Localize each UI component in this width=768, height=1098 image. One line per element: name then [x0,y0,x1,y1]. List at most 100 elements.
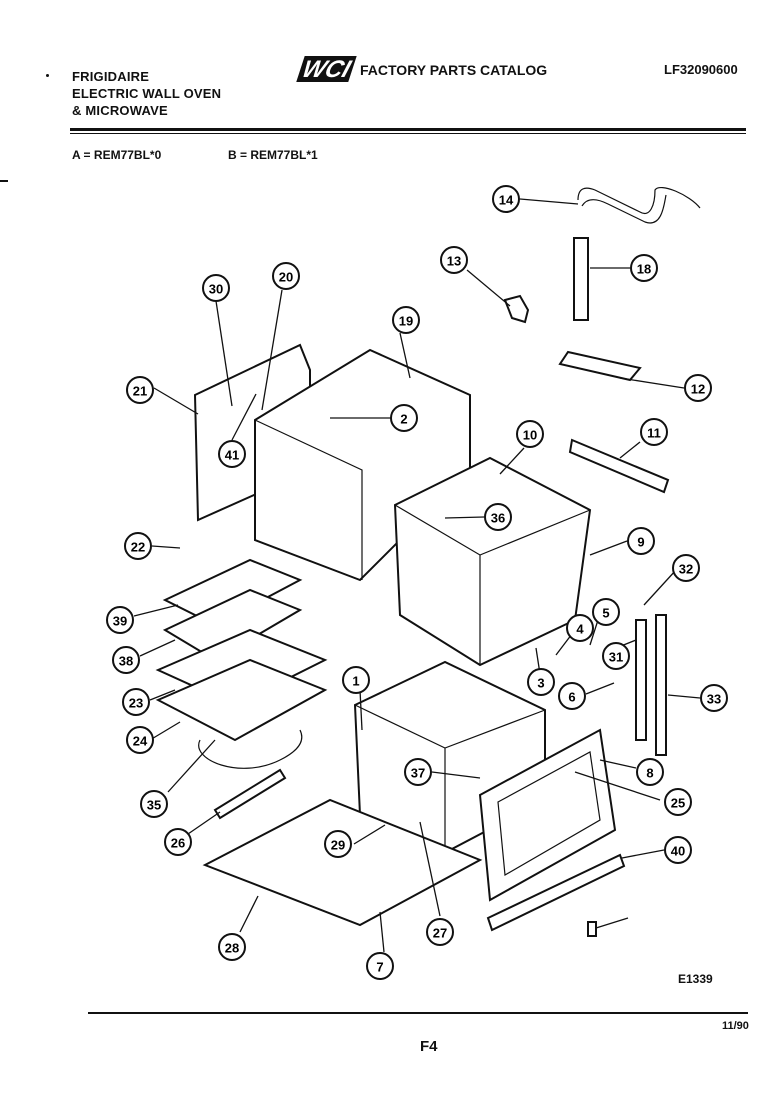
brand-line: FRIGIDAIRE [72,69,150,84]
callout-29: 29 [324,830,352,858]
filter-part [558,350,642,382]
front-frame-inner [497,751,601,876]
tube-part [573,237,589,321]
revision-date: 11/90 [722,1020,749,1032]
callout-32: 32 [672,554,700,582]
callout-2: 2 [390,404,418,432]
callout-label: 23 [129,696,143,711]
callout-24: 24 [126,726,154,754]
callout-label: 4 [576,622,584,637]
header-rule [70,128,746,131]
callout-37: 37 [404,758,432,786]
callout-label: 5 [602,606,609,621]
screw-part [587,921,597,937]
callout-label: 32 [679,562,693,577]
callout-6: 6 [558,682,586,710]
callout-40: 40 [664,836,692,864]
leader-lines [133,198,701,953]
callout-5: 5 [592,598,620,626]
wci-logo: WCI [296,56,357,83]
callout-label: 10 [523,428,537,443]
callout-label: 14 [499,193,514,208]
page-number: F4 [420,1038,438,1055]
callout-label: 39 [113,614,127,629]
callout-label: 24 [133,734,148,749]
logo-text: WCI [299,57,355,83]
strip-part [568,438,670,494]
callout-9: 9 [627,527,655,555]
callout-3: 3 [527,668,555,696]
footer-rule [88,1012,748,1014]
callout-35: 35 [140,790,168,818]
callout-1: 1 [342,666,370,694]
model-b: B = REM77BL*1 [228,148,318,162]
vent-duct [577,187,701,214]
callout-28: 28 [218,933,246,961]
callout-25: 25 [664,788,692,816]
callout-21: 21 [126,376,154,404]
callout-label: 40 [671,844,685,859]
callout-label: 37 [411,766,425,781]
callout-label: 12 [691,382,705,397]
vent-trim [486,853,626,932]
callout-label: 3 [537,676,544,691]
callout-label: 41 [225,448,239,463]
callout-label: 6 [568,690,575,705]
callout-36: 36 [484,503,512,531]
callout-label: 18 [637,262,651,277]
edge-mark [0,180,8,182]
callout-39: 39 [106,606,134,634]
callout-33: 33 [700,684,728,712]
parts-drawing [155,187,701,937]
callout-26: 26 [164,828,192,856]
callout-label: 36 [491,511,505,526]
callout-8: 8 [636,758,664,786]
callout-11: 11 [640,418,668,446]
callout-label: 27 [433,926,447,941]
brand-line: ELECTRIC WALL OVEN [72,86,222,101]
element-bracket [213,768,287,820]
catalog-title: FACTORY PARTS CATALOG [360,62,548,78]
callout-19: 19 [392,306,420,334]
callout-41: 41 [218,440,246,468]
callout-label: 35 [147,798,161,813]
front-frame [478,728,617,902]
broil-pan [162,588,303,662]
callout-12: 12 [684,374,712,402]
bottom-panel [202,798,483,927]
callout-38: 38 [112,646,140,674]
callout-13: 13 [440,246,468,274]
margin-mark [46,74,49,77]
callout-label: 8 [646,766,653,781]
callout-label: 29 [331,838,345,853]
callout-18: 18 [630,254,658,282]
callout-label: 30 [209,282,223,297]
callout-label: 19 [399,314,413,329]
callout-label: 1 [352,674,359,689]
callout-label: 22 [131,540,145,555]
rail-left [635,619,647,741]
model-a: A = REM77BL*0 [72,148,162,162]
callout-label: 26 [171,836,185,851]
rail-right [655,614,667,756]
bake-element [198,729,303,769]
callout-4: 4 [566,614,594,642]
callout-label: 20 [279,270,293,285]
callout-22: 22 [124,532,152,560]
liner-edge [354,704,546,850]
callout-27: 27 [426,918,454,946]
callout-label: 25 [671,796,685,811]
oven-rack-lower [155,658,328,742]
housing-edge [394,504,591,665]
callout-label: 33 [707,692,721,707]
callout-label: 9 [637,535,644,550]
wrapper-edge [254,419,363,580]
callout-30: 30 [202,274,230,302]
callout-7: 7 [366,952,394,980]
callout-31: 31 [602,642,630,670]
vent-duct-edge [581,194,667,224]
brand-line: & MICROWAVE [72,103,168,118]
callout-20: 20 [272,262,300,290]
